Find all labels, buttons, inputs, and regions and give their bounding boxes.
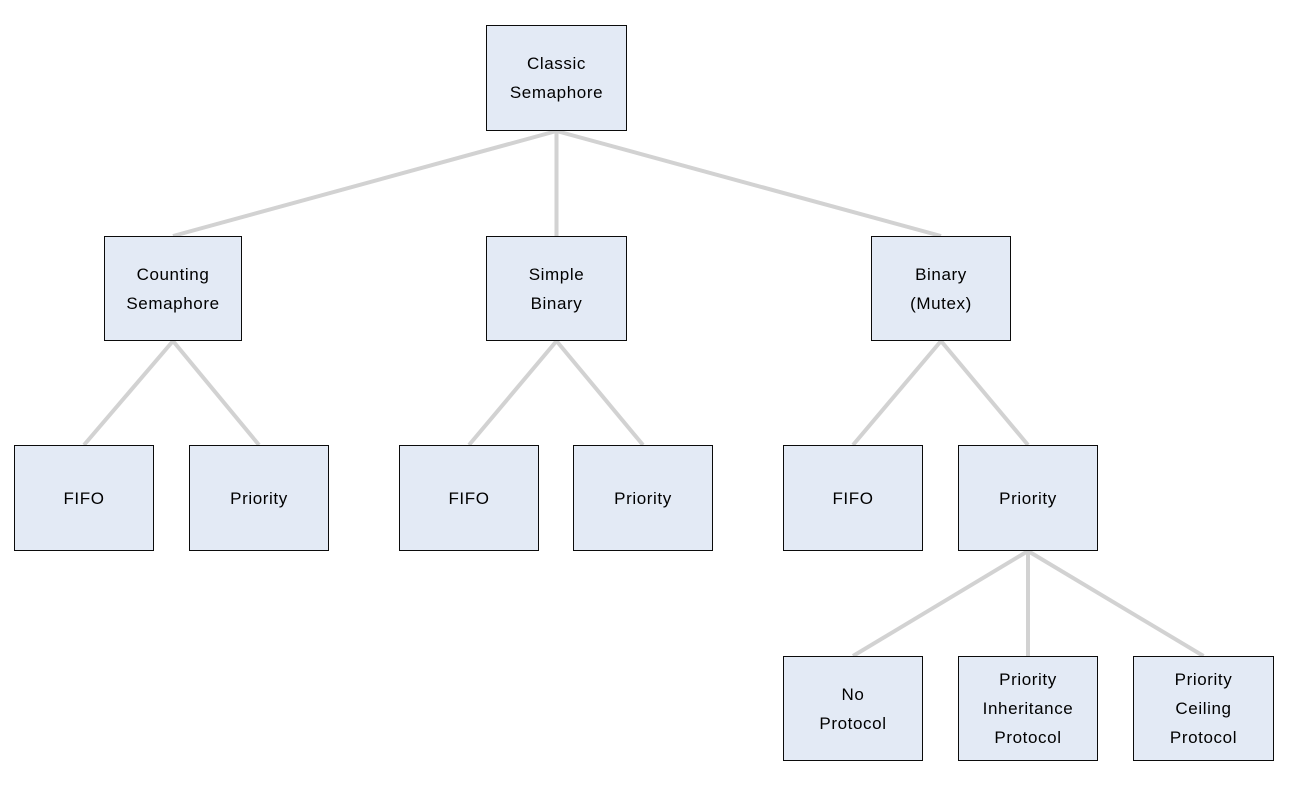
node-counting-fifo-label: FIFO (63, 488, 105, 508)
node-simple-binary: Simple Binary (486, 236, 627, 341)
node-binary-fifo-label: FIFO (832, 488, 874, 508)
node-priority-inheritance-protocol-label: Priority Inheritance Protocol (982, 670, 1074, 747)
node-binary-priority: Priority (958, 445, 1098, 551)
node-priority-ceiling-protocol: Priority Ceiling Protocol (1133, 656, 1274, 761)
node-simple-priority: Priority (573, 445, 713, 551)
node-simple-fifo-label: FIFO (448, 488, 490, 508)
node-simple-priority-label: Priority (614, 488, 672, 508)
edge-binary-mutex--binary-fifo (851, 339, 943, 447)
node-binary-priority-label: Priority (999, 488, 1057, 508)
node-simple-fifo: FIFO (399, 445, 539, 551)
node-simple-binary-label: Simple Binary (528, 264, 585, 313)
edge-simple-binary--simple-fifo (467, 339, 559, 447)
edge-binary-priority--no-protocol (851, 549, 1030, 658)
node-counting-fifo: FIFO (14, 445, 154, 551)
node-no-protocol-label: No Protocol (819, 684, 887, 733)
node-binary-mutex-label: Binary (Mutex) (910, 264, 972, 313)
node-classic-semaphore-label: Classic Semaphore (509, 54, 604, 102)
edge-binary-priority--priority-ceiling-protocol (1026, 549, 1205, 658)
edge-simple-binary--simple-priority (554, 339, 645, 447)
node-no-protocol: No Protocol (783, 656, 923, 761)
node-binary-fifo: FIFO (783, 445, 923, 551)
node-binary-mutex: Binary (Mutex) (871, 236, 1011, 341)
node-priority-inheritance-protocol: Priority Inheritance Protocol (958, 656, 1098, 761)
edge-counting-semaphore--counting-fifo (82, 339, 175, 447)
edge-classic-semaphore--counting-semaphore (172, 129, 558, 238)
node-counting-semaphore: Counting Semaphore (104, 236, 242, 341)
node-counting-priority-label: Priority (230, 488, 288, 508)
node-counting-priority: Priority (189, 445, 329, 551)
edge-classic-semaphore--binary-mutex (555, 129, 942, 238)
node-counting-semaphore-label: Counting Semaphore (126, 264, 220, 313)
edge-binary-mutex--binary-priority (939, 339, 1030, 447)
edge-counting-semaphore--counting-priority (171, 339, 261, 447)
node-classic-semaphore: Classic Semaphore (486, 25, 627, 131)
node-priority-ceiling-protocol-label: Priority Ceiling Protocol (1169, 670, 1238, 747)
